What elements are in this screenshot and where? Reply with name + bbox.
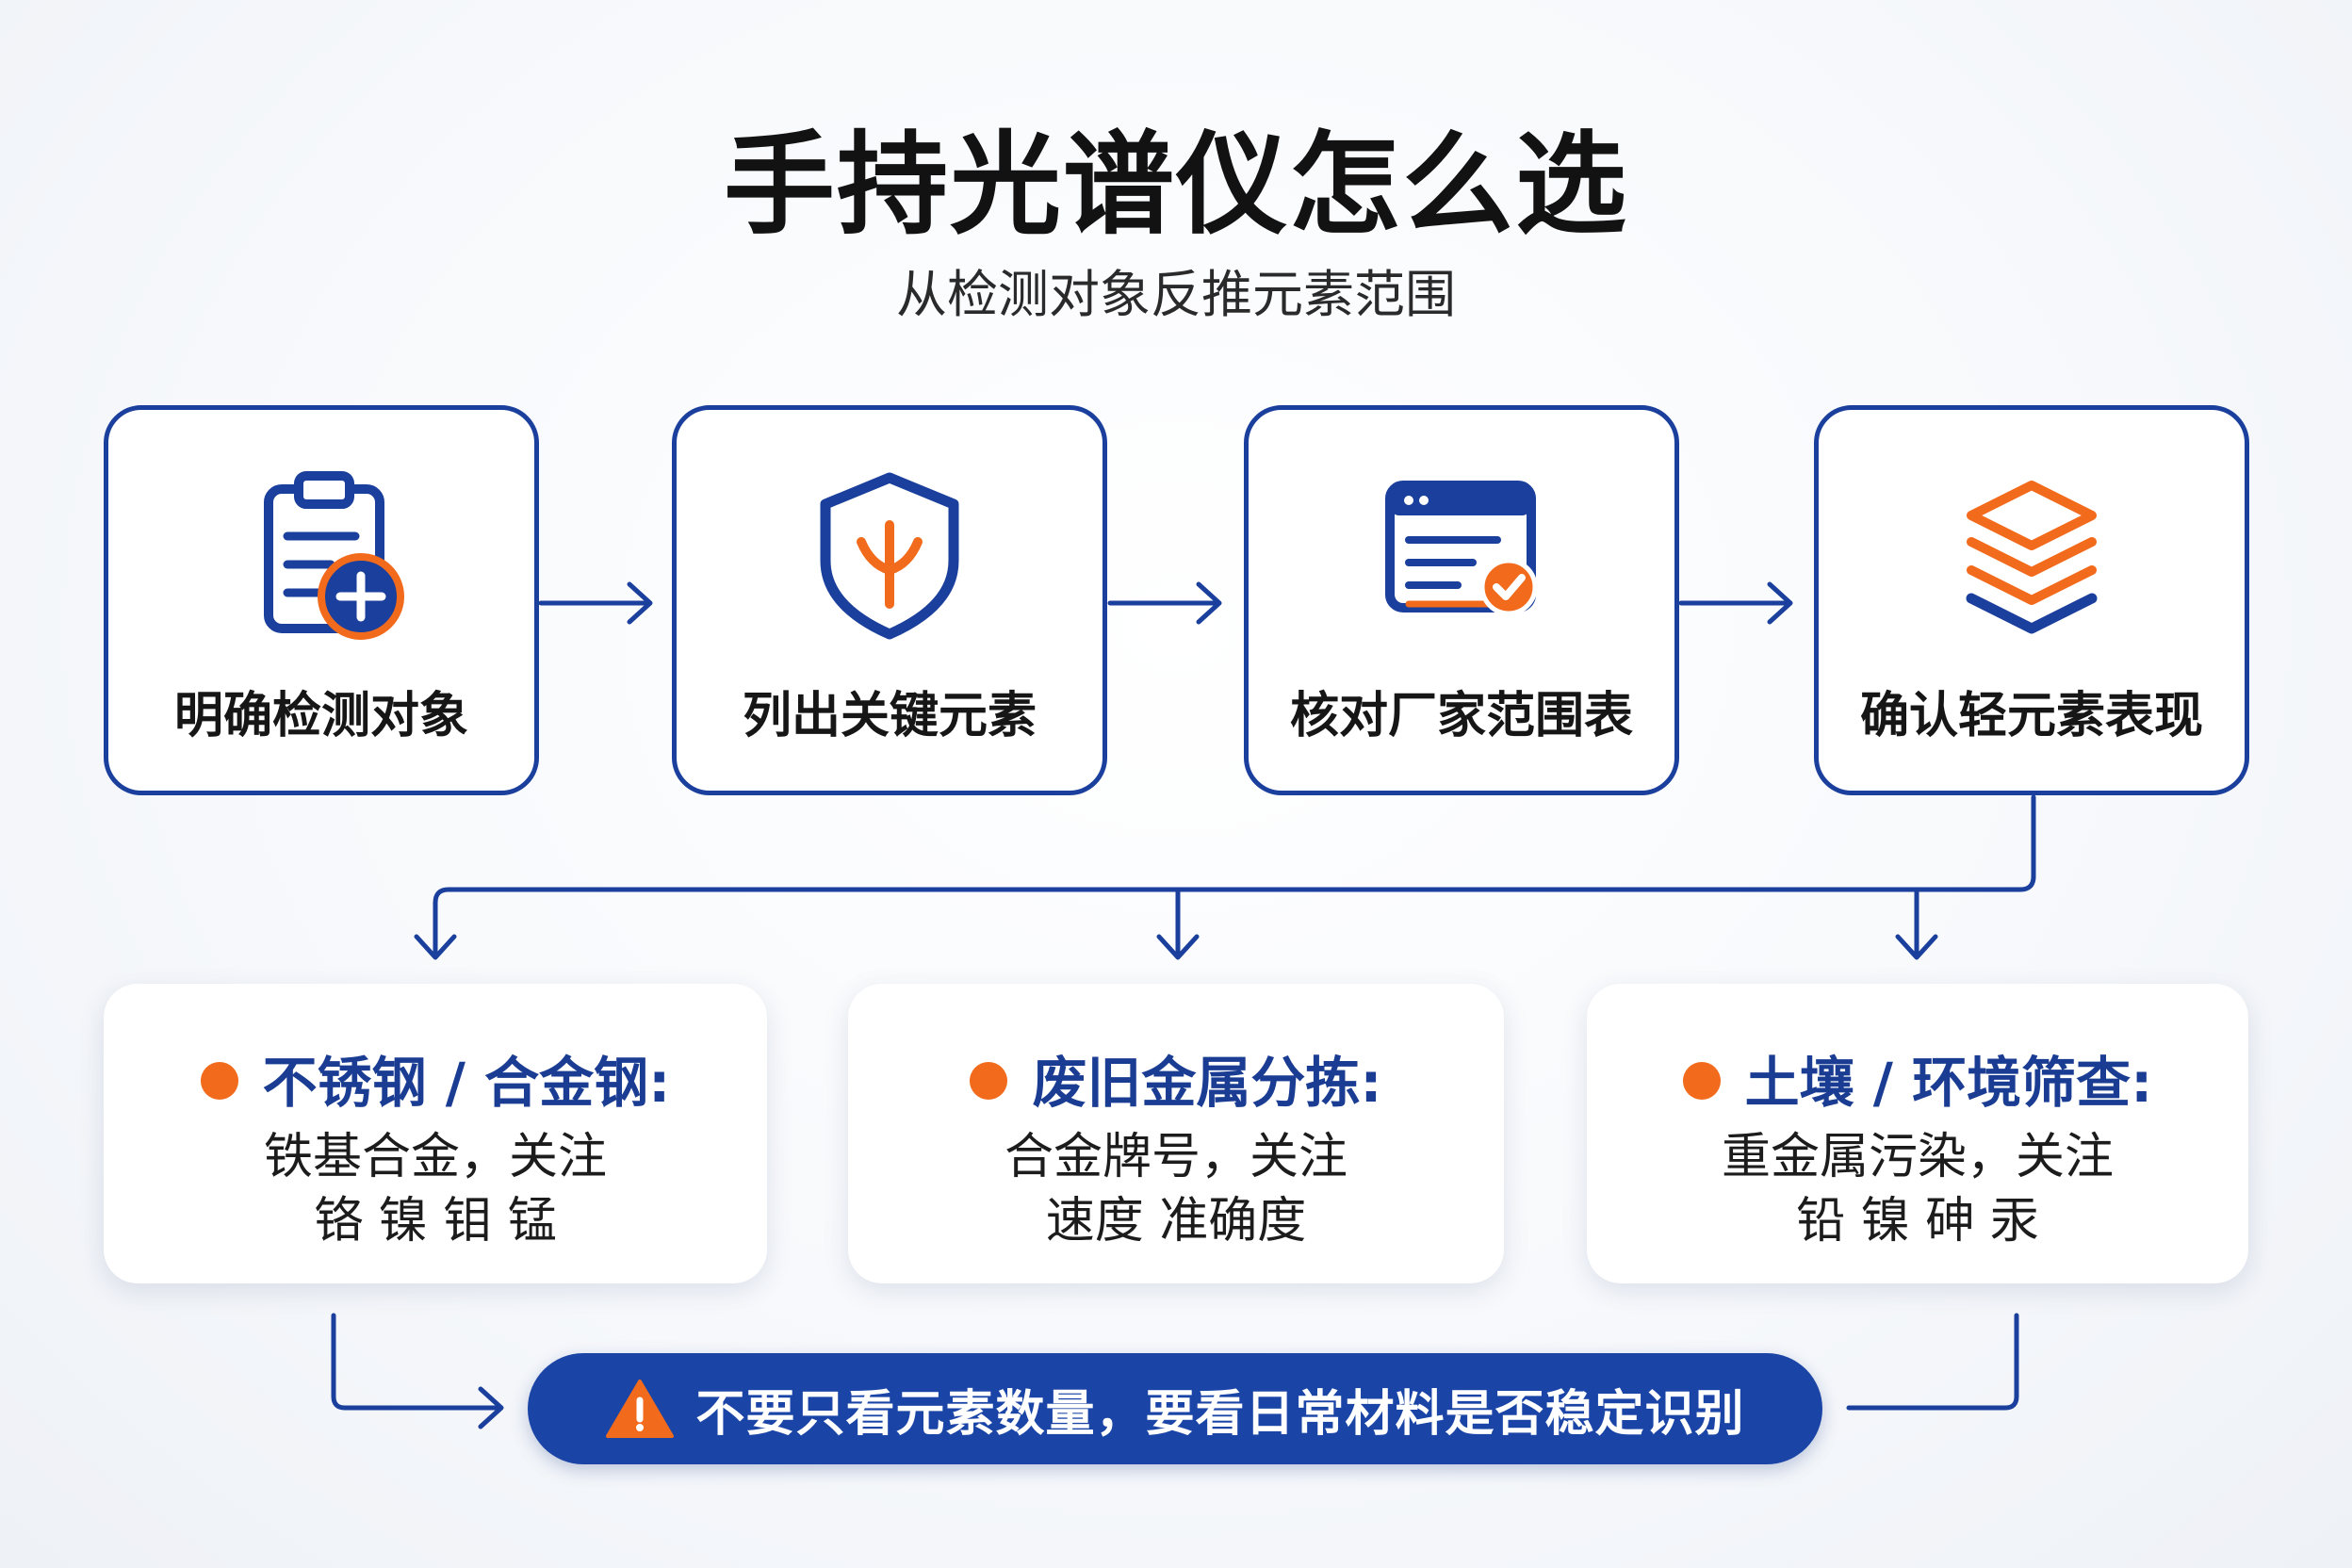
card-body: 铁基合金，关注 铬 镍 钼 锰 <box>104 1125 767 1253</box>
step-card-2: 列出关键元素 <box>672 405 1107 795</box>
step-card-4: 确认轻元素表现 <box>1814 405 2249 795</box>
branch-connector <box>414 794 2036 960</box>
card-title: 废旧金属分拣: <box>848 1038 1504 1118</box>
card-line: 重金属污染，关注 <box>1721 1129 2114 1185</box>
step-label: 明确检测对象 <box>173 688 468 744</box>
step-card-3: 核对厂家范围表 <box>1244 405 1679 795</box>
arrow-step1-step2 <box>538 581 653 625</box>
arrow-step3-step4 <box>1678 581 1793 625</box>
info-card-soil: 土壤 / 环境筛查: 重金属污染，关注 铅 镍 砷 汞 <box>1587 984 2248 1283</box>
clipboard-plus-icon <box>108 466 534 645</box>
page-title: 手持光谱仪怎么选 <box>723 120 1628 250</box>
card-body: 重金属污染，关注 铅 镍 砷 汞 <box>1587 1125 2248 1253</box>
step-card-1: 明确检测对象 <box>104 405 539 795</box>
warning-icon <box>606 1380 675 1438</box>
step-label: 确认轻元素表现 <box>1859 688 2203 744</box>
step-label: 列出关键元素 <box>742 688 1037 744</box>
bullet-dot <box>1682 1061 1721 1100</box>
browser-check-icon <box>1249 466 1674 645</box>
card-title: 土壤 / 环境筛查: <box>1587 1038 2248 1118</box>
card-line: 速度 准确度 <box>1045 1193 1307 1250</box>
card-line: 铅 镍 砷 汞 <box>1796 1193 2039 1250</box>
banner-left-connector <box>331 1313 504 1429</box>
shield-branch-icon <box>677 466 1102 645</box>
info-card-stainless: 不锈钢 / 合金钢: 铁基合金，关注 铬 镍 钼 锰 <box>104 984 767 1283</box>
arrow-step2-step3 <box>1107 581 1222 625</box>
info-card-scrap: 废旧金属分拣: 合金牌号，关注 速度 准确度 <box>848 984 1504 1283</box>
card-body: 合金牌号，关注 速度 准确度 <box>848 1125 1504 1253</box>
step-label: 核对厂家范围表 <box>1289 688 1633 744</box>
layers-icon <box>1819 466 2245 645</box>
card-title: 不锈钢 / 合金钢: <box>104 1038 767 1118</box>
bullet-dot <box>970 1061 1008 1100</box>
banner-text: 不要只看元素数量，要看日常材料是否稳定识别 <box>695 1385 1745 1443</box>
page-subtitle: 从检测对象反推元素范围 <box>896 265 1456 324</box>
bullet-dot <box>200 1061 238 1100</box>
card-line: 铁基合金，关注 <box>263 1129 607 1185</box>
card-line: 合金牌号，关注 <box>1004 1129 1348 1185</box>
banner-right-connector <box>1846 1313 2019 1411</box>
warning-banner: 不要只看元素数量，要看日常材料是否稳定识别 <box>528 1353 1822 1464</box>
card-line: 铬 镍 钼 锰 <box>314 1193 557 1250</box>
